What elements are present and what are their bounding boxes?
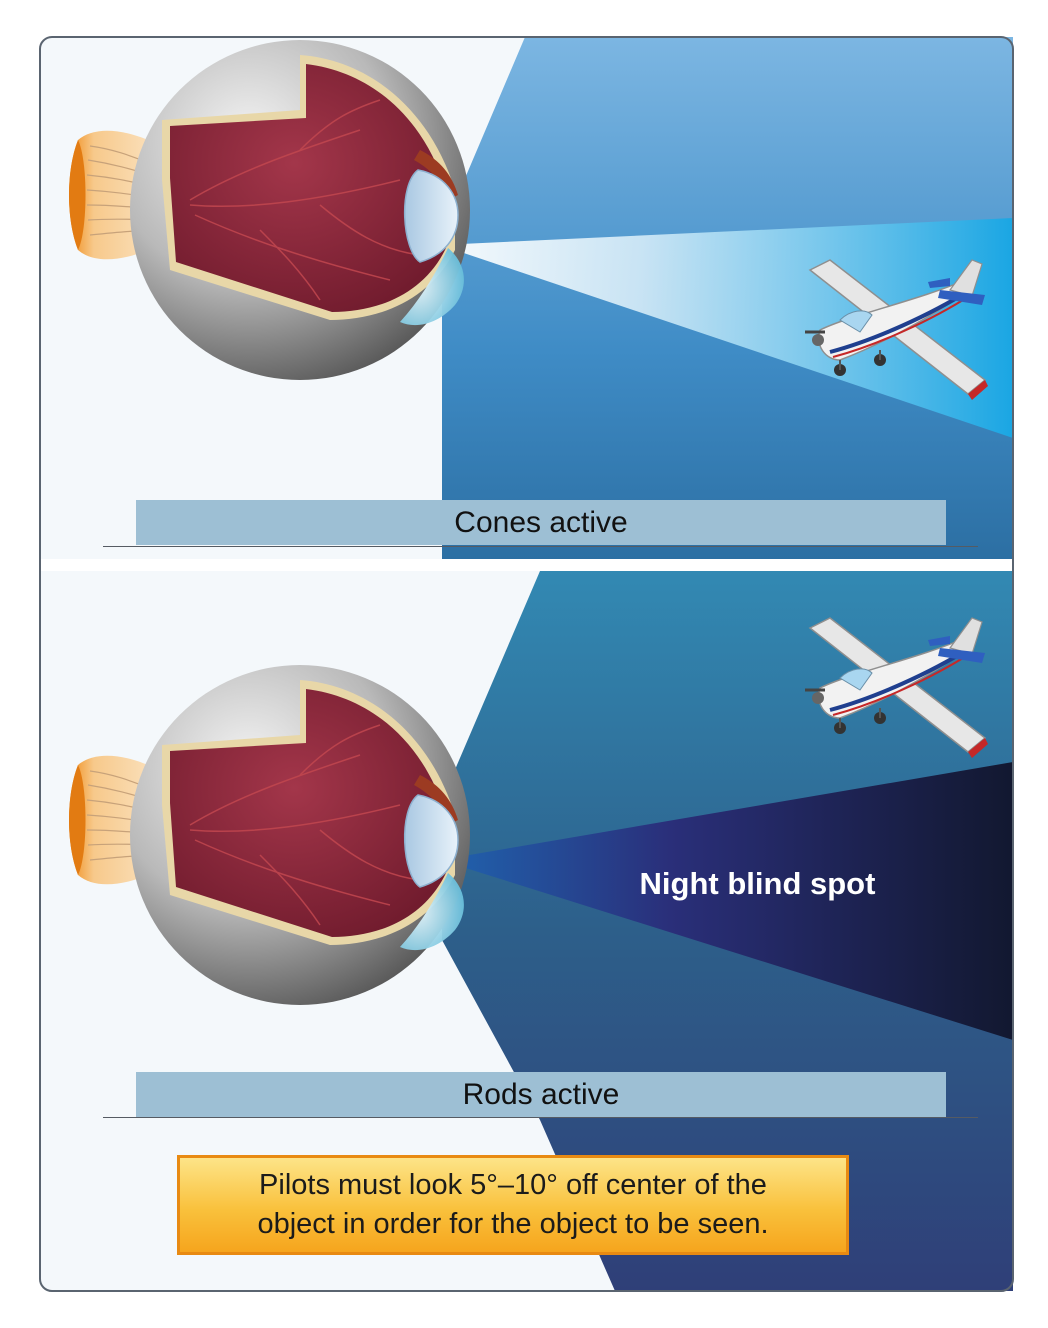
- cones-caption: Cones active: [136, 500, 946, 545]
- cones-caption-underline: [103, 546, 978, 547]
- night-blind-spot-beam: [440, 762, 1013, 1040]
- cones-panel: [68, 37, 1013, 559]
- rods-caption-text: Rods active: [462, 1077, 620, 1111]
- pilot-note-box: Pilots must look 5°–10° off center of th…: [177, 1155, 849, 1255]
- cones-caption-text: Cones active: [454, 505, 628, 539]
- cone-vision-beam: [440, 218, 1013, 438]
- night-blind-spot-label: Night blind spot: [639, 866, 876, 901]
- pilot-note-line-2: object in order for the object to be see…: [257, 1208, 769, 1240]
- pilot-note-line-1: Pilots must look 5°–10° off center of th…: [259, 1169, 767, 1201]
- rods-caption: Rods active: [136, 1072, 946, 1117]
- rods-caption-underline: [103, 1117, 978, 1118]
